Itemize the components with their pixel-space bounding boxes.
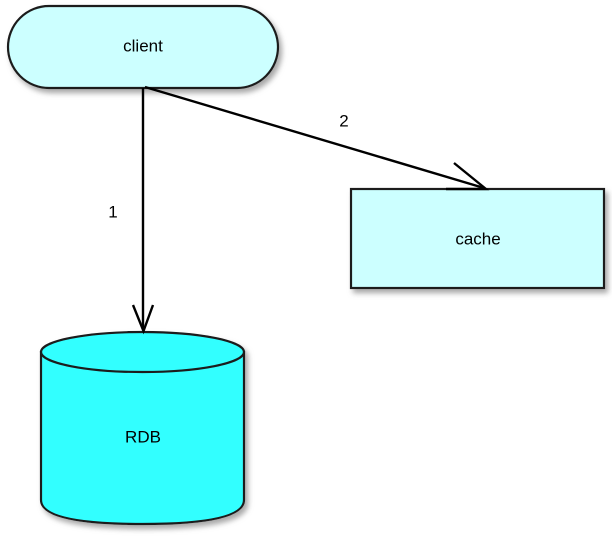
node-rdb[interactable]: RDB xyxy=(39,330,246,526)
client-shape xyxy=(6,4,280,90)
node-cache[interactable]: cache xyxy=(349,187,606,290)
rdb-cylinder-top xyxy=(39,330,246,374)
edge-2-label: 2 xyxy=(339,111,348,130)
cache-shape xyxy=(349,187,606,290)
edge-1-arrowhead xyxy=(131,304,155,335)
edge-2-arrowhead xyxy=(446,162,490,191)
edge-2-line xyxy=(144,85,485,190)
edge-1-label: 1 xyxy=(108,202,117,221)
rdb-cylinder-body xyxy=(39,350,246,526)
edge-client-to-rdb[interactable]: 1 xyxy=(108,88,155,335)
edge-client-to-cache[interactable]: 2 xyxy=(144,85,490,191)
node-client[interactable]: client xyxy=(6,4,280,90)
